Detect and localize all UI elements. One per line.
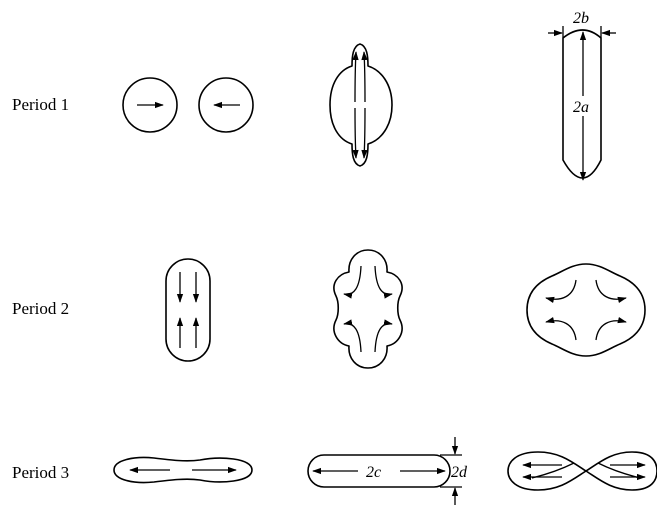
period-2-capsule-shape (166, 259, 210, 361)
period-3-long-capsule: 2c 2d (308, 437, 468, 505)
period-3-bowtie-shape (508, 452, 657, 490)
period-1-rod-shape: 2a 2b (548, 10, 616, 180)
period-2-cross-shape (334, 250, 402, 368)
period-1-label: Period 1 (12, 95, 69, 114)
dimension-2c: 2c (366, 464, 381, 481)
dimension-2b: 2b (573, 10, 589, 27)
period-2-label: Period 2 (12, 299, 69, 318)
period-2-diamond-shape (527, 264, 645, 356)
period-1-two-circles (123, 78, 253, 132)
period-1-peanut-shape (330, 44, 392, 166)
dimension-2a: 2a (573, 99, 589, 116)
dimension-2d: 2d (451, 464, 468, 481)
period-3-elongated-ellipse (114, 458, 252, 483)
period-3-label: Period 3 (12, 463, 69, 482)
